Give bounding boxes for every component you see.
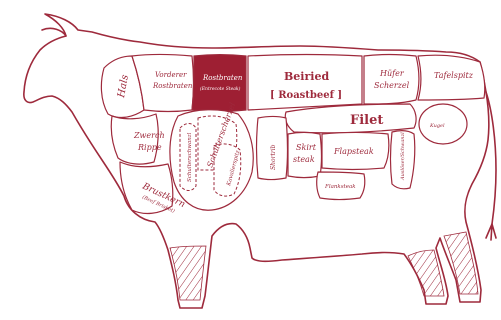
label-rostbraten-2: (Entrecote Steak)	[200, 85, 241, 92]
label-flapsteak: Flapsteak	[333, 147, 374, 156]
label-tafelspitz: Tafelspitz	[434, 71, 474, 80]
label-flanksteak: Flanksteak	[324, 184, 356, 190]
tail-tuft	[486, 224, 496, 240]
label-filet: Filet	[350, 113, 383, 128]
label-roastbeef: [ Roastbeef ]	[270, 90, 342, 101]
label-beiried: Beiried	[284, 70, 329, 83]
label-vorderer-rostbraten-1: Vorderer	[155, 71, 187, 79]
label-zwerch: Zwerch	[133, 131, 165, 140]
label-schulterschwanzl: Schulterschwanzl	[187, 132, 193, 182]
label-hufer: Hüfer	[379, 69, 405, 78]
front-shank-hatch	[170, 246, 206, 300]
label-scherzel: Scherzel	[374, 81, 410, 90]
label-kugel: Kugel	[429, 123, 445, 129]
label-auslöser: Auslöser/Schwanzl	[400, 132, 406, 181]
cut-hufer-scherzel	[364, 55, 419, 105]
label-steak: steak	[293, 155, 315, 164]
label-skirt: Skirt	[296, 143, 317, 152]
cut-rostbraten-highlight	[192, 55, 246, 112]
label-rippe: Rippe	[137, 143, 162, 152]
label-rostbraten-1: Rostbraten	[202, 74, 243, 82]
label-shortrib: Shortrib	[270, 144, 277, 170]
label-vorderer-rostbraten-2: Rostbraten	[152, 82, 193, 90]
tail-outline	[486, 92, 496, 224]
